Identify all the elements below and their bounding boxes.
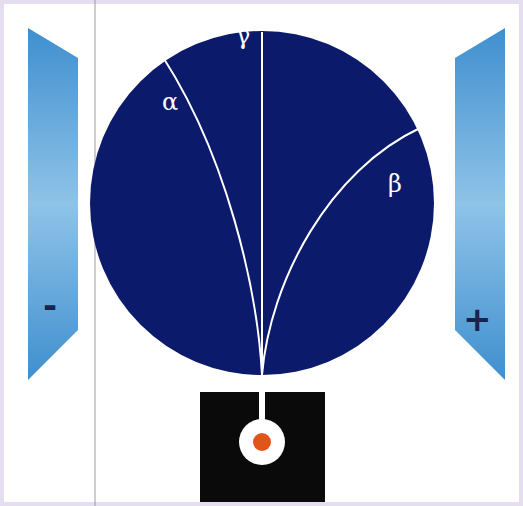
plate-outline	[26, 26, 80, 382]
radiation-label: α	[162, 90, 178, 114]
charged-plate: +	[453, 26, 507, 382]
polarity-sign: -	[43, 288, 57, 322]
source-block	[200, 392, 325, 502]
plate-shape	[455, 28, 505, 380]
alpha-track	[150, 38, 262, 375]
charged-plate: -	[26, 26, 80, 382]
radioactive-sample	[253, 433, 271, 451]
radiation-tracks	[150, 32, 420, 375]
polarity-sign: +	[463, 302, 492, 336]
radiation-label: γ	[236, 24, 250, 48]
gamma-track	[261, 32, 263, 375]
guide-line	[95, 0, 96, 506]
radiation-label: β	[388, 172, 402, 196]
plate-shape	[28, 28, 78, 380]
beta-track	[262, 128, 420, 375]
source-hole	[239, 419, 285, 465]
chamber-circle	[90, 31, 434, 375]
source-channel	[259, 392, 265, 422]
